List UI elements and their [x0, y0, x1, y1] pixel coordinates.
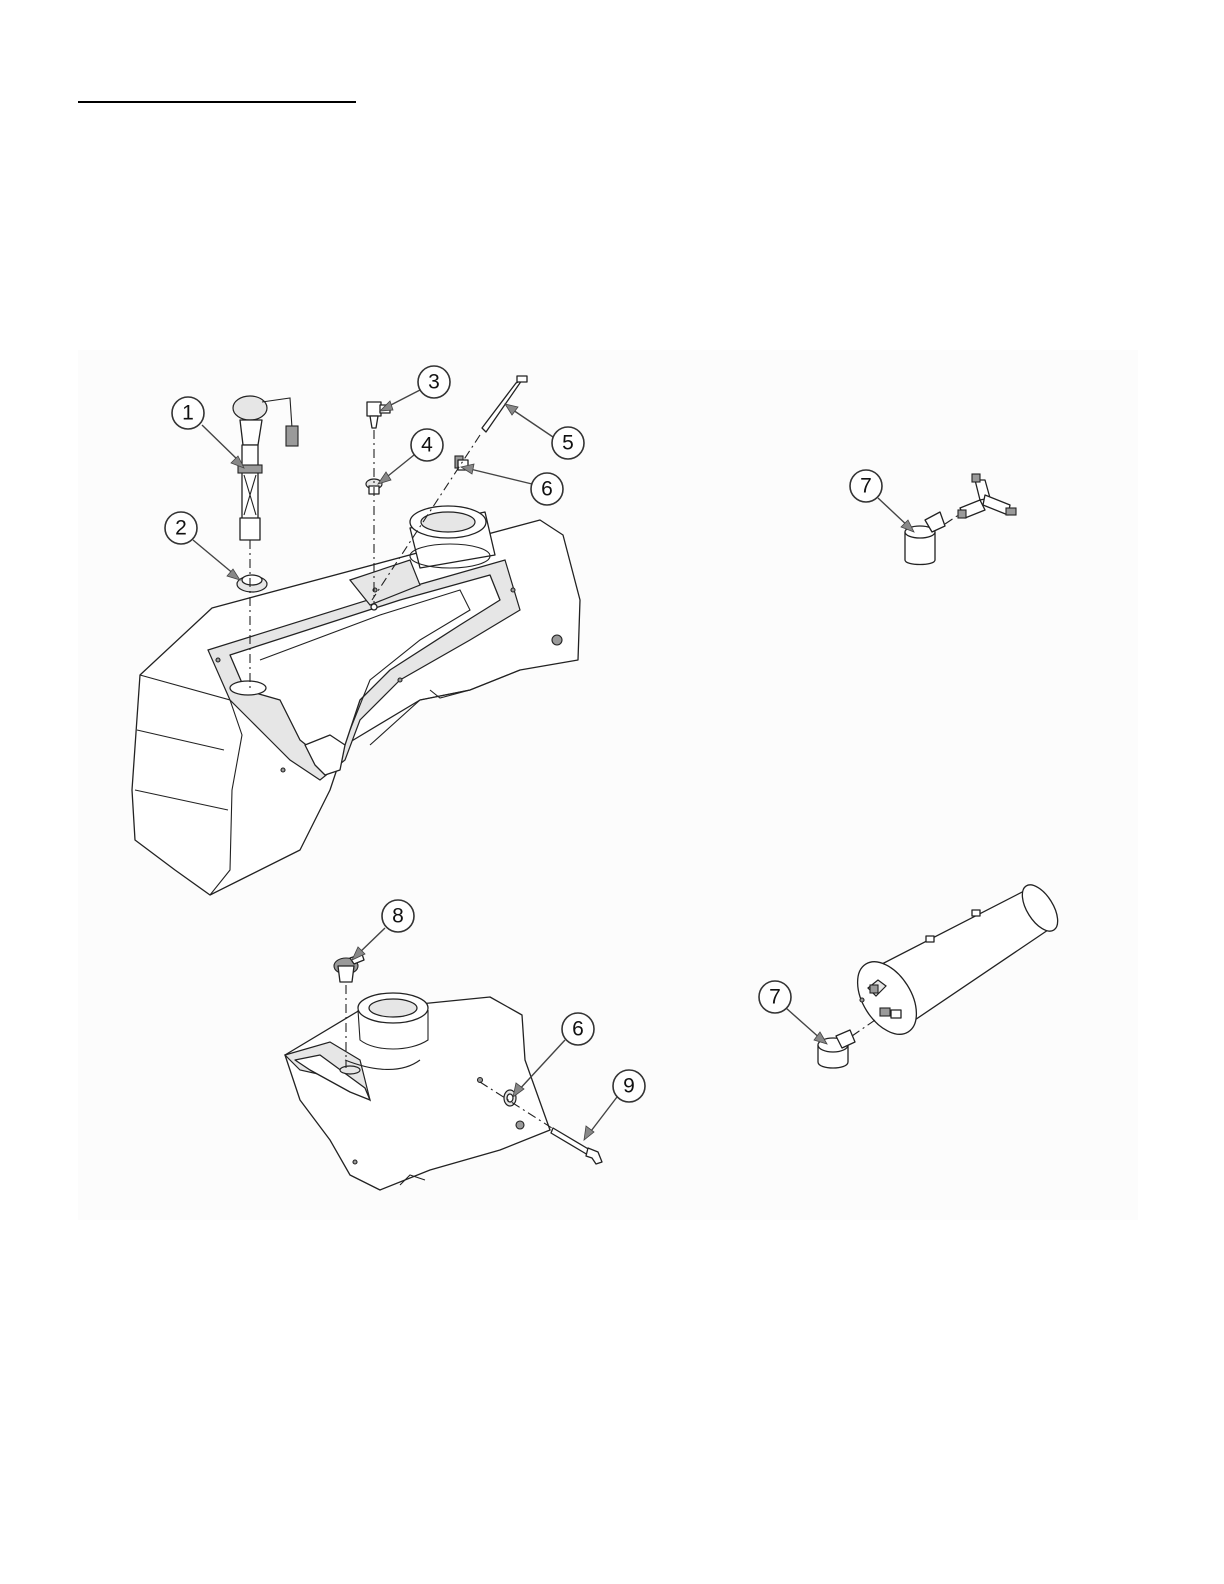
callout-2-label: 2 [175, 517, 187, 540]
tee-fitting-assembly [905, 474, 1016, 565]
callout-8-label: 8 [392, 905, 404, 928]
callout-7-top-label: 7 [860, 475, 872, 498]
callout-9-label: 9 [623, 1075, 635, 1098]
callout-4-label: 4 [421, 434, 433, 457]
fuel-sending-unit [233, 396, 298, 540]
callout-6-top-label: 6 [541, 478, 553, 501]
callout-7-bottom-label: 7 [769, 986, 781, 1009]
canister-cap [818, 1030, 855, 1068]
vented-cap [334, 954, 364, 982]
fuel-tank-main [132, 506, 580, 895]
callout-6-bottom-label: 6 [572, 1018, 584, 1041]
carbon-canister [845, 879, 1064, 1045]
callout-3-label: 3 [428, 371, 440, 394]
fuel-tube-lower [551, 1128, 602, 1164]
callout-1-label: 1 [182, 402, 194, 425]
grommet [237, 575, 267, 592]
callout-5-label: 5 [562, 432, 574, 455]
